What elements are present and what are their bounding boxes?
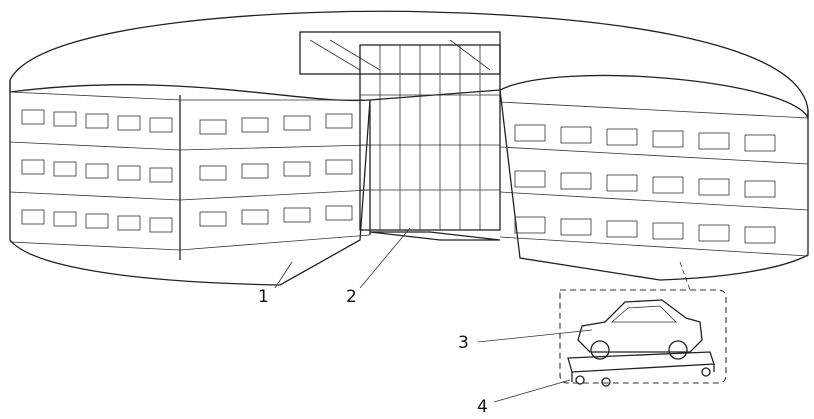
right-floor-line [500, 102, 808, 118]
car-windows [612, 306, 676, 322]
left-bay-car [284, 162, 310, 176]
leader-4 [494, 380, 570, 402]
left-bay-car [22, 110, 44, 124]
left-bay-car [86, 114, 108, 128]
left-bay-car [118, 116, 140, 130]
right-bay-car [515, 171, 545, 187]
right-bay-car [561, 219, 591, 235]
right-bay-car [561, 173, 591, 189]
carrier-pallet [568, 352, 714, 386]
left-outer-wall [10, 80, 370, 285]
right-bay-car [515, 217, 545, 233]
right-bay-car [607, 175, 637, 191]
left-bay-car [86, 164, 108, 178]
right-bay-car [653, 131, 683, 147]
left-bay-car [326, 160, 352, 174]
left-bay-car [242, 210, 268, 224]
left-bay-car [54, 112, 76, 126]
left-bay-car [54, 212, 76, 226]
right-outer-wall [500, 90, 808, 280]
pallet-deck [568, 352, 714, 372]
tower-frame [360, 45, 500, 230]
callout-3: 3 [458, 333, 469, 353]
left-bay-car [200, 120, 226, 134]
pallet-wheel-1 [576, 376, 584, 384]
left-bay-car [326, 206, 352, 220]
right-bay-car [699, 133, 729, 149]
leader-3 [478, 330, 592, 342]
right-bay-car [607, 221, 637, 237]
car-body [578, 300, 702, 352]
right-floor-line [500, 147, 808, 164]
right-bay-car [561, 127, 591, 143]
left-bay-car [118, 216, 140, 230]
left-bay-car [242, 164, 268, 178]
left-parking-bays [22, 110, 352, 232]
right-bay-car [745, 135, 775, 151]
right-bay-car [699, 225, 729, 241]
left-bay-car [86, 214, 108, 228]
right-bay-car [699, 179, 729, 195]
tower-columns [380, 45, 480, 230]
pallet-legs [572, 364, 714, 382]
left-bay-car [150, 168, 172, 182]
right-bay-car [745, 181, 775, 197]
left-bay-car [326, 114, 352, 128]
left-bay-car [22, 210, 44, 224]
right-bay-car [653, 177, 683, 193]
left-bay-car [242, 118, 268, 132]
left-floor-line [10, 190, 370, 200]
pallet-wheel-2 [602, 378, 610, 386]
leader-2 [360, 228, 410, 288]
left-bay-car [54, 162, 76, 176]
callout-4: 4 [477, 397, 488, 417]
callout-2: 2 [346, 287, 357, 307]
car-detail [578, 300, 702, 359]
callout-1: 1 [258, 287, 269, 307]
left-bay-car [22, 160, 44, 174]
right-bay-car [653, 223, 683, 239]
left-bay-car [150, 218, 172, 232]
car-rear-wheel [669, 341, 687, 359]
right-bay-car [515, 125, 545, 141]
lift-tower [300, 32, 500, 240]
tower-base [370, 232, 500, 240]
left-bay-car [118, 166, 140, 180]
left-bay-car [284, 208, 310, 222]
roof-outline [10, 11, 808, 118]
detail-leader [680, 262, 690, 290]
left-bay-car [200, 166, 226, 180]
right-bay-car [607, 129, 637, 145]
left-floor-line [10, 142, 370, 150]
right-parking-bays [515, 125, 775, 243]
left-floor-line [10, 235, 370, 250]
right-floor-lines [500, 102, 808, 256]
tower-floor-beams [360, 95, 500, 190]
right-floor-line [500, 192, 808, 210]
right-bay-car [745, 227, 775, 243]
pallet-wheel-3 [702, 368, 710, 376]
right-floor-line [500, 237, 808, 256]
left-bay-car [200, 212, 226, 226]
leader-1 [275, 262, 292, 288]
left-bay-car [284, 116, 310, 130]
left-bay-car [150, 118, 172, 132]
